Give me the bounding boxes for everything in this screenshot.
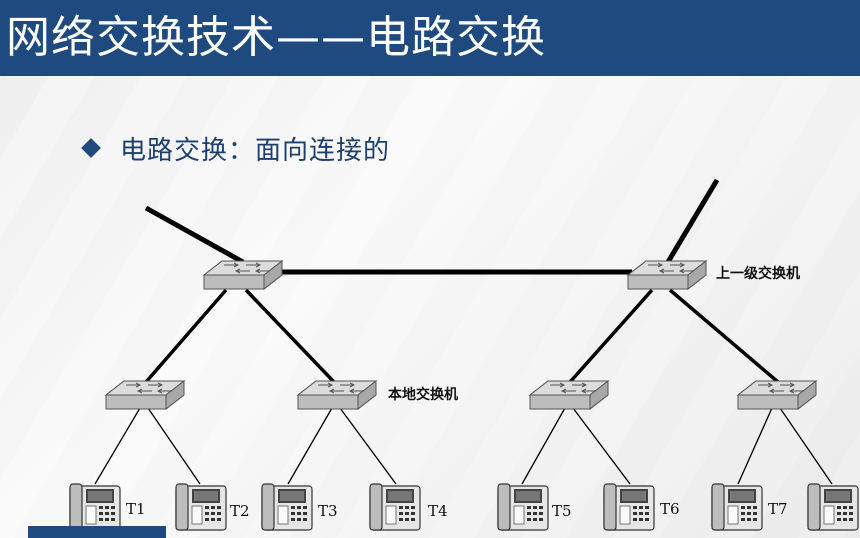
terminal-label: T4 <box>428 502 448 520</box>
bullet-text: 电路交换：面向连接的 <box>120 135 391 166</box>
link-local-1-to-t2 <box>147 407 201 485</box>
slide-title: 网络交换技术——电路交换 <box>0 0 860 76</box>
upper-switch-label: 上一级交换机 <box>716 265 800 282</box>
upper-switch-left-icon <box>203 260 283 290</box>
local-switch-2-icon <box>297 380 377 410</box>
terminal-label: T1 <box>126 500 146 518</box>
link-local-3-to-t5 <box>521 407 566 485</box>
terminal-phone-icon <box>369 483 421 531</box>
bottom-accent-bar <box>28 526 166 538</box>
terminal-label: T3 <box>318 502 338 520</box>
terminal-phone-icon <box>807 483 859 531</box>
terminal-phone-icon <box>261 483 313 531</box>
link-local-4-to-t8 <box>779 407 833 485</box>
link-upper-left-to-local-2 <box>244 288 336 384</box>
terminal-phone-icon <box>69 483 121 531</box>
link-local-1-to-t1 <box>94 407 141 485</box>
terminal-phone-icon <box>497 483 549 531</box>
link-upper-right-to-local-4 <box>668 288 780 384</box>
terminal-phone-icon <box>175 483 227 531</box>
terminal-label: T5 <box>552 502 572 520</box>
upper-switch-right-icon <box>627 260 707 290</box>
link-local-2-to-t3 <box>287 407 333 485</box>
link-upper-left-to-local-1 <box>144 288 228 384</box>
terminal-label: T2 <box>230 502 250 520</box>
terminal-phone-icon <box>603 483 655 531</box>
link-local-3-to-t6 <box>572 407 631 485</box>
bullet-item: 电路交换：面向连接的 <box>81 128 391 168</box>
terminal-label: T6 <box>660 500 680 518</box>
terminal-phone-icon <box>711 483 763 531</box>
trunk-line-left <box>144 205 245 265</box>
local-switch-label: 本地交换机 <box>388 386 458 403</box>
trunk-line-right <box>665 178 720 264</box>
link-upper-right-to-local-3 <box>568 288 654 384</box>
local-switch-3-icon <box>529 380 609 410</box>
local-switch-4-icon <box>737 380 817 410</box>
local-switch-1-icon <box>105 380 185 410</box>
link-local-2-to-t4 <box>339 407 397 485</box>
terminal-label: T7 <box>768 500 788 518</box>
link-local-4-to-t7 <box>737 407 773 485</box>
